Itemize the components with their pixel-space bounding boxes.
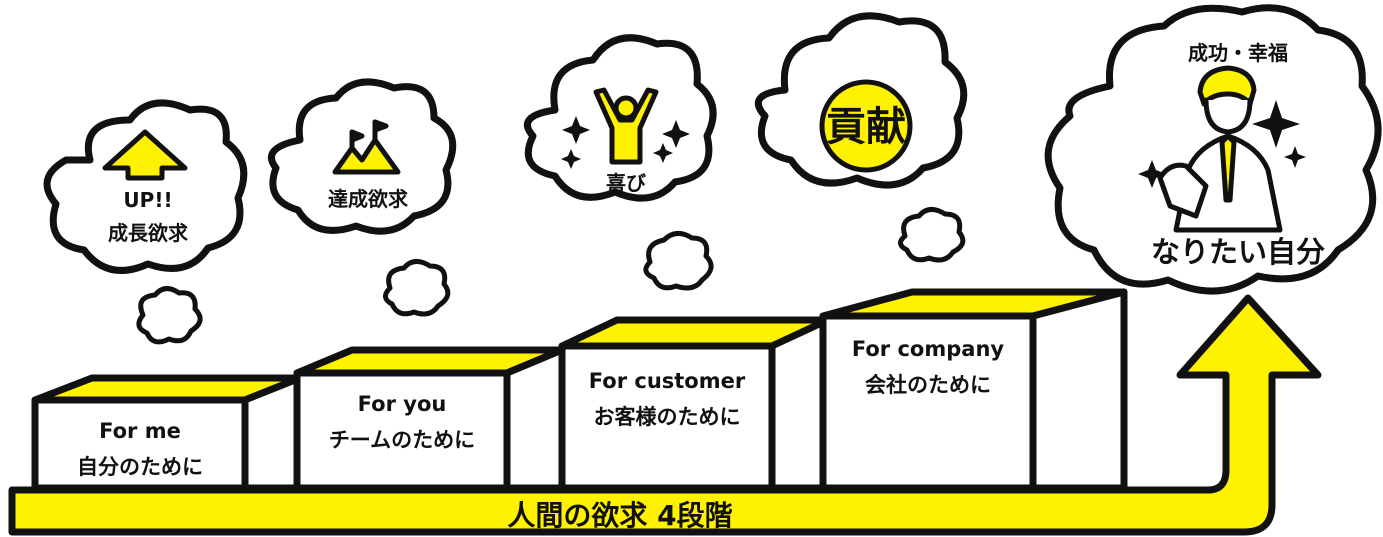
bubble-achievement: 達成欲求 xyxy=(268,78,457,235)
bubble-growth-line2: 成長欲求 xyxy=(108,221,189,245)
goal-top-label: 成功・幸福 xyxy=(1188,41,1288,65)
step-for-me: For me 自分のために xyxy=(31,374,304,492)
step-1-line1: For me xyxy=(99,419,181,443)
base-label: 人間の欲求 4段階 xyxy=(507,499,732,532)
step-2-line1: For you xyxy=(358,392,447,416)
bubble-growth-line1: UP!! xyxy=(123,188,172,212)
step-2-line2: チームのために xyxy=(329,428,475,452)
successful-person-icon xyxy=(1157,65,1283,233)
bubble-joy: 喜び xyxy=(524,34,717,202)
bubble-growth: UP!! 成長欲求 xyxy=(43,99,248,274)
step-4-line1: For company xyxy=(852,337,1004,361)
step-for-you: For you チームのために xyxy=(293,346,566,492)
contribution-badge xyxy=(819,79,913,173)
goal-sparkle-icons xyxy=(1138,100,1306,188)
sparkle-icons xyxy=(561,116,690,169)
bubble-contribution: 貢献 xyxy=(754,12,968,189)
step-for-customer: For customer お客様のために xyxy=(558,316,832,492)
bubble-joy-label: 喜び xyxy=(606,171,647,195)
step-1-line2: 自分のために xyxy=(77,455,203,479)
mountain-flags-icon xyxy=(332,119,401,175)
step-3-line1: For customer xyxy=(589,369,746,393)
cheering-person-icon xyxy=(593,87,659,165)
step-for-company: For company 会社のために xyxy=(819,288,1128,492)
thought-puffs xyxy=(136,207,966,345)
goal-bottom-label: なりたい自分 xyxy=(1151,235,1325,269)
bubble-contribution-label: 貢献 xyxy=(826,104,906,150)
goal-cloud: 成功・幸福 なりたい自分 xyxy=(1044,4,1382,295)
bubble-achievement-label: 達成欲求 xyxy=(328,187,409,211)
step-3-line2: お客様のために xyxy=(594,405,741,429)
step-4-line2: 会社のために xyxy=(865,373,991,397)
growth-arrow: 人間の欲求 4段階 xyxy=(8,294,1322,536)
